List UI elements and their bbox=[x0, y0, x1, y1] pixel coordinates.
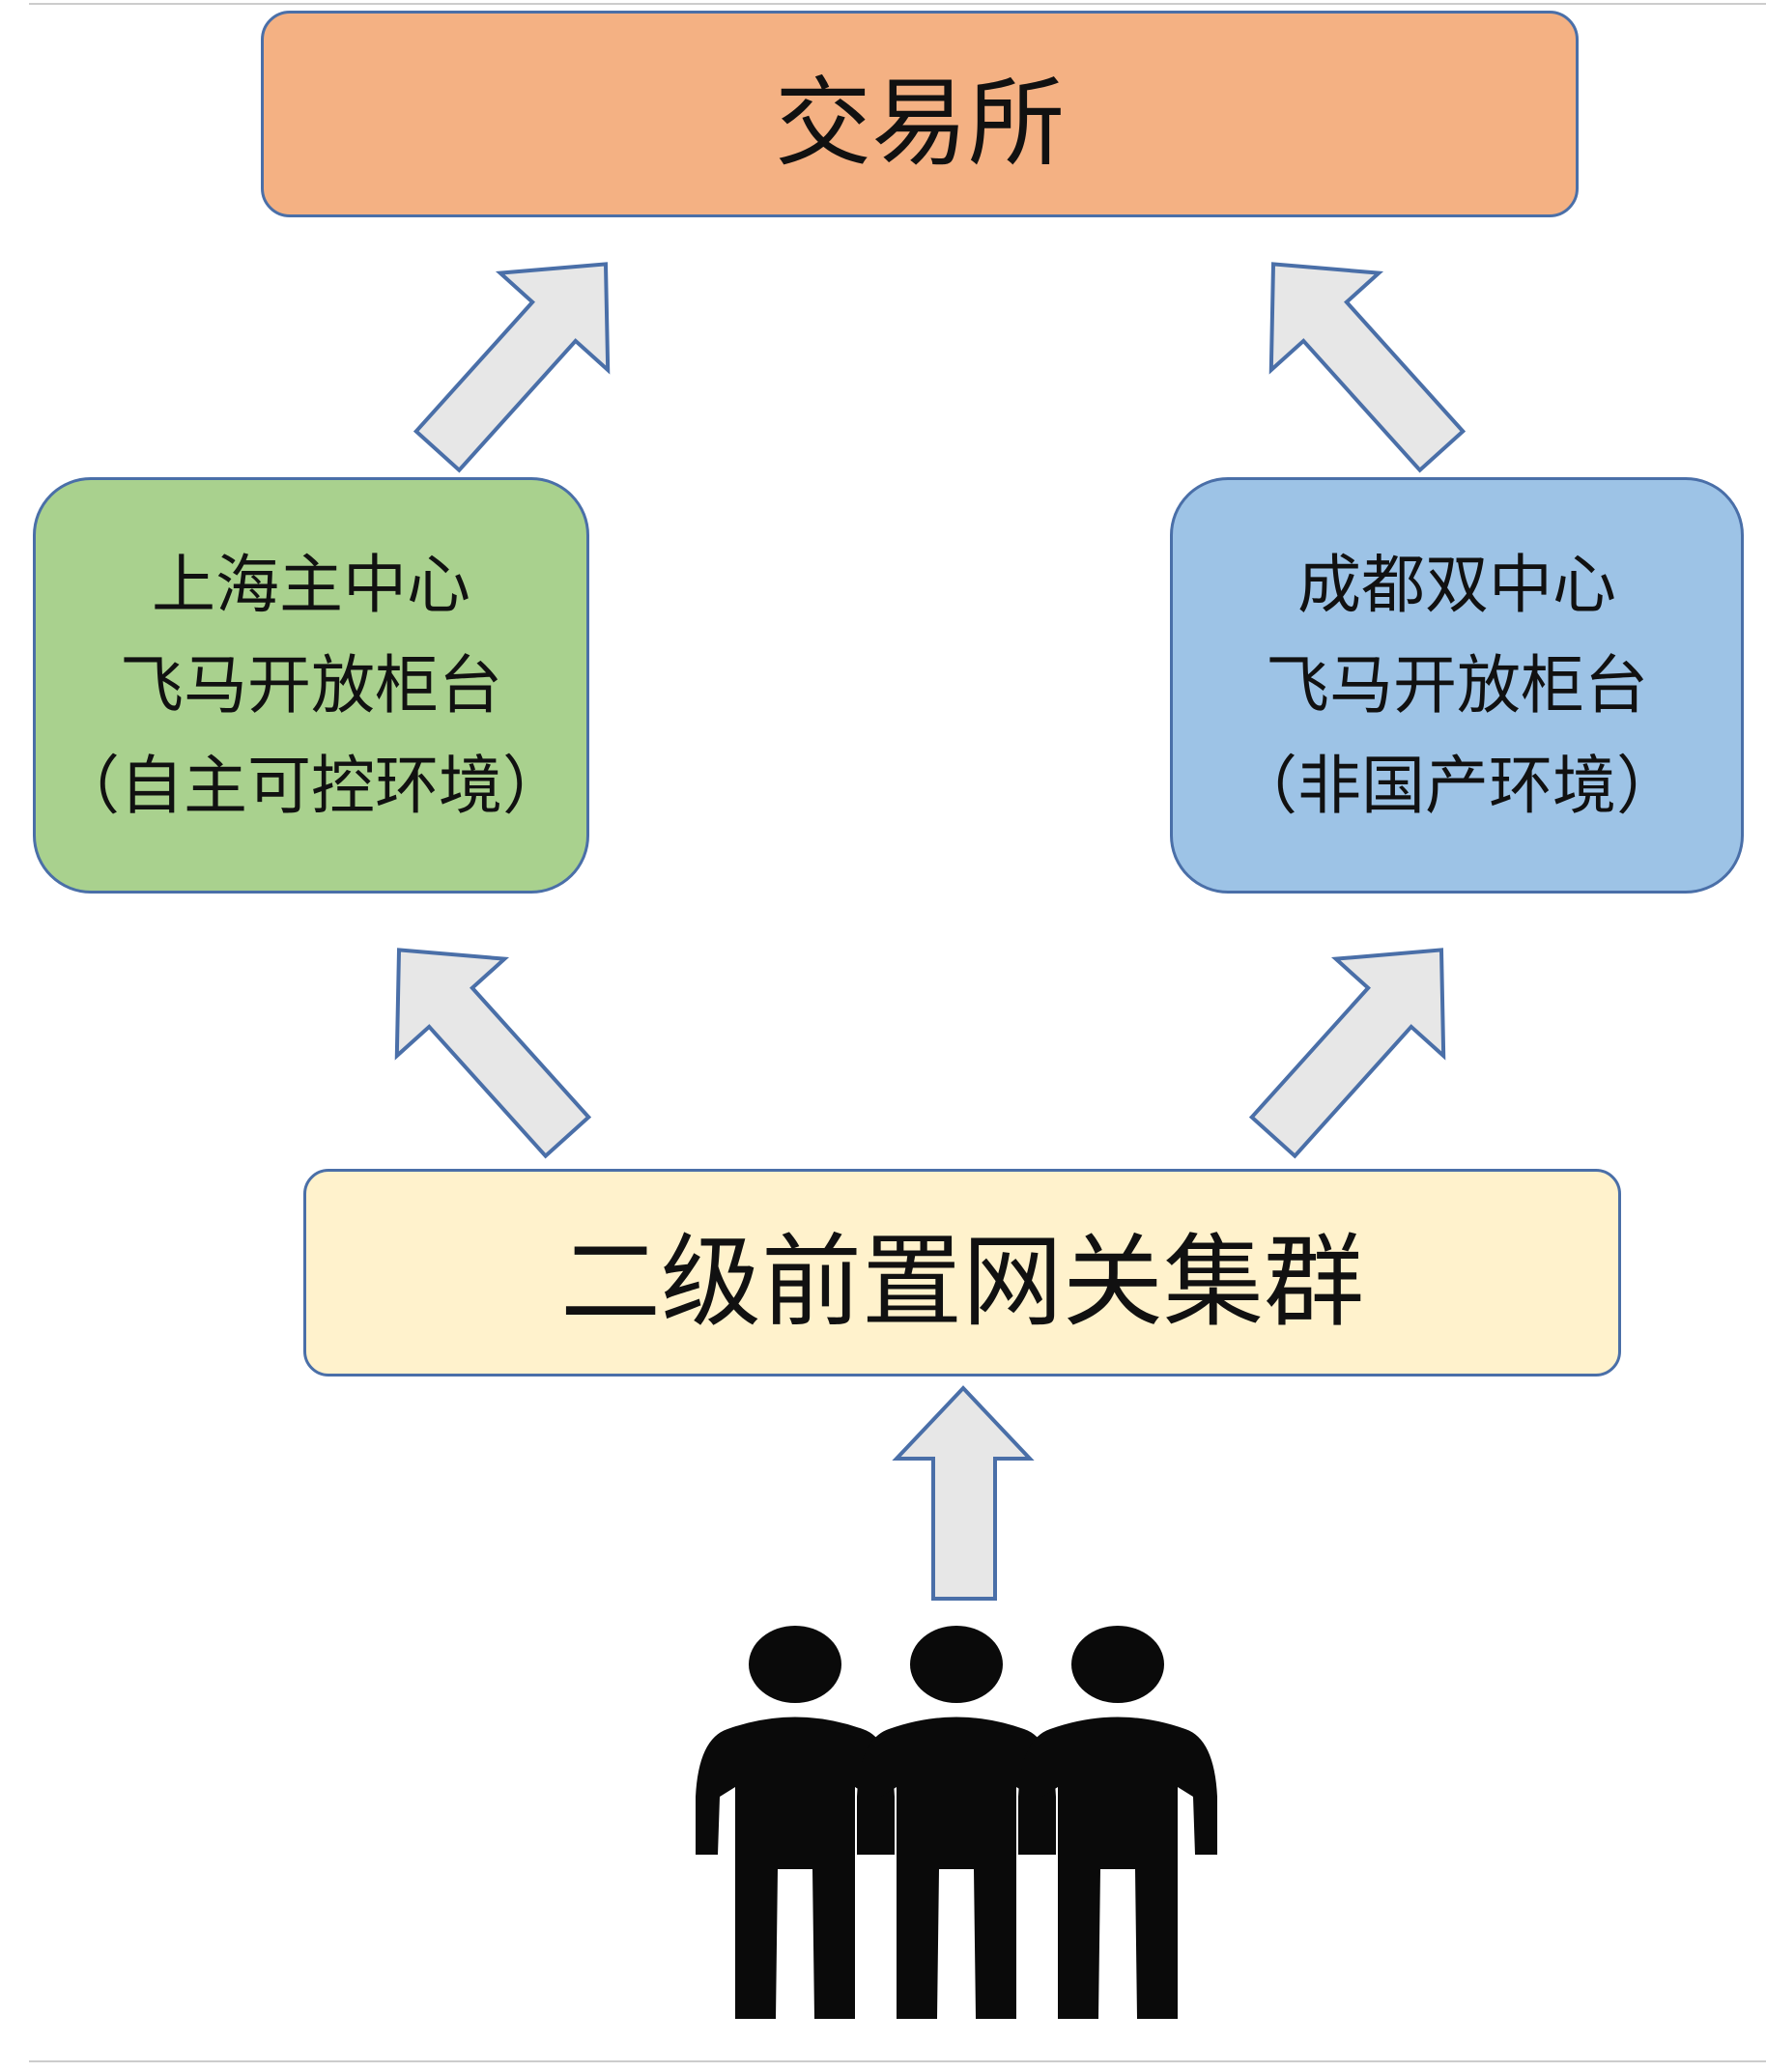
arrow-gateway-to-shanghai bbox=[343, 899, 623, 1187]
chengdu-center-box: 成都双中心 飞马开放柜台 （非国产环境） bbox=[1170, 477, 1744, 894]
gateway-label: 二级前置网关集群 bbox=[559, 1223, 1364, 1341]
arrow-gateway-to-chengdu bbox=[1217, 899, 1497, 1187]
chengdu-line-3: （非国产环境） bbox=[1234, 748, 1680, 823]
chengdu-line-1: 成都双中心 bbox=[1297, 547, 1616, 622]
people-group-icon bbox=[696, 1626, 1217, 2019]
shanghai-line-1: 上海主中心 bbox=[152, 547, 470, 622]
arrow-shanghai-to-exchange bbox=[382, 213, 662, 501]
shanghai-center-box: 上海主中心 飞马开放柜台 （自主可控环境） bbox=[33, 477, 589, 894]
shanghai-line-2: 飞马开放柜台 bbox=[120, 647, 502, 723]
arrow-chengdu-to-exchange bbox=[1217, 213, 1497, 501]
gateway-cluster-box: 二级前置网关集群 bbox=[303, 1169, 1621, 1377]
shanghai-line-3: （自主可控环境） bbox=[56, 748, 566, 823]
chengdu-line-2: 飞马开放柜台 bbox=[1266, 647, 1648, 723]
exchange-box: 交易所 bbox=[261, 11, 1579, 217]
arrow-users-to-gateway bbox=[892, 1385, 1035, 1601]
exchange-label: 交易所 bbox=[775, 66, 1065, 180]
